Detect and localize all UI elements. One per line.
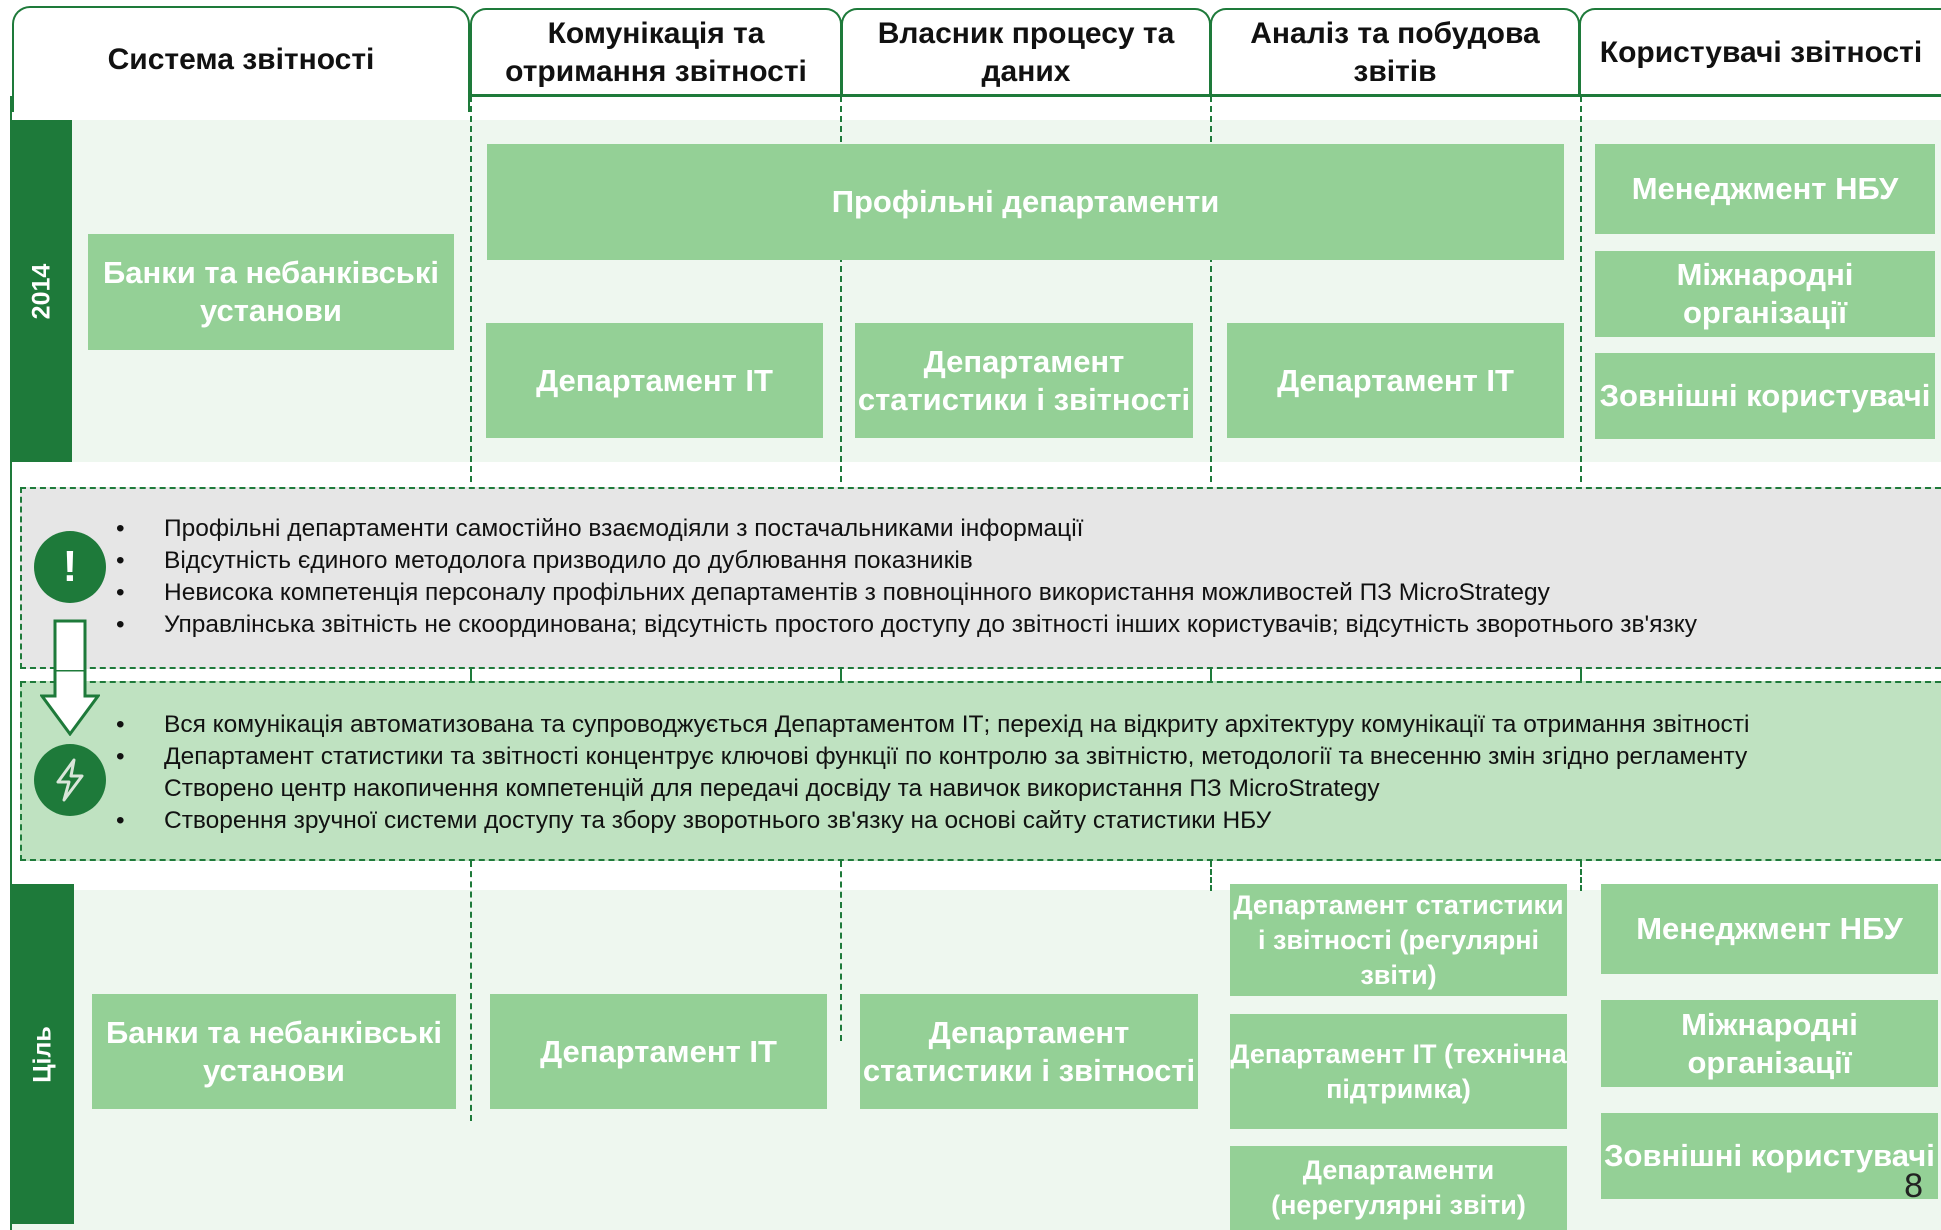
column-divider [840, 669, 842, 681]
analysis-box-irregular: Департаменти (нерегулярні звіти) [1230, 1146, 1567, 1230]
user-box-external-goal: Зовнішні користувачі [1601, 1113, 1938, 1199]
column-divider [1580, 96, 1582, 482]
down-arrow-icon [40, 670, 100, 736]
list-item: Профільні департаменти самостійно взаємо… [112, 513, 1697, 545]
user-box-management-2014: Менеджмент НБУ [1595, 144, 1935, 234]
lightning-icon [34, 744, 106, 816]
analysis-box-regular: Департамент статистики і звітності (регу… [1230, 884, 1567, 996]
header-col3-label: Власник процесу та даних [877, 17, 1175, 88]
column-divider [1580, 861, 1582, 891]
header-col1-label: Система звітності [107, 43, 375, 76]
header-reporting-system: Система звітності [12, 6, 470, 112]
profile-depts-box: Профільні департаменти [487, 144, 1564, 260]
header-communication: Комунікація та отримання звітності [470, 8, 842, 96]
banks-box-goal: Банки та небанківські установи [92, 994, 456, 1109]
it-dept-box-goal: Департамент ІТ [490, 994, 827, 1109]
it-dept-box-2014-comm: Департамент ІТ [486, 323, 823, 438]
column-divider [840, 861, 842, 1041]
header-analysis: Аналіз та побудова звітів [1210, 8, 1580, 96]
header-users: Користувачі звітності [1579, 8, 1941, 96]
header-process-owner: Власник процесу та даних [841, 8, 1211, 96]
left-frame-line [10, 96, 12, 1230]
user-box-external-2014: Зовнішні користувачі [1595, 353, 1935, 439]
header-underline [470, 94, 1941, 97]
header-col2-label: Комунікація та отримання звітності [505, 17, 807, 88]
column-divider [840, 96, 842, 482]
year-2014-label: 2014 [12, 120, 72, 462]
column-divider [1580, 669, 1582, 681]
column-divider [470, 861, 472, 1121]
list-item: Відсутність єдиного методолога призводил… [112, 545, 1697, 577]
list-item: Департамент статистики та звітності конц… [112, 741, 1749, 773]
page-number: 8 [1904, 1167, 1923, 1205]
column-divider [470, 669, 472, 681]
column-divider [1210, 669, 1212, 681]
it-dept-box-2014-analysis: Департамент ІТ [1227, 323, 1564, 438]
analysis-box-it-support: Департамент ІТ (технічна підтримка) [1230, 1014, 1567, 1129]
list-item: Невисока компетенція персоналу профільни… [112, 577, 1697, 609]
header-col4-label: Аналіз та побудова звітів [1250, 17, 1540, 88]
banks-box-2014: Банки та небанківські установи [88, 234, 454, 350]
list-item: Управлінська звітність не скоординована;… [112, 609, 1697, 641]
stat-dept-box-goal: Департамент статистики і звітності [860, 994, 1198, 1109]
stat-dept-box-2014: Департамент статистики і звітності [855, 323, 1193, 438]
goal-label: Ціль [12, 884, 74, 1224]
user-box-management-goal: Менеджмент НБУ [1601, 884, 1938, 974]
user-box-intl-2014: Міжнародні організації [1595, 251, 1935, 337]
column-divider [470, 96, 472, 482]
column-divider [1210, 861, 1212, 891]
user-box-intl-goal: Міжнародні організації [1601, 1000, 1938, 1087]
exclamation-icon: ! [34, 531, 106, 603]
list-item: Створено центр накопичення компетенцій д… [164, 775, 1380, 802]
column-divider [1210, 96, 1212, 482]
header-col5-label: Користувачі звітності [1599, 36, 1923, 69]
list-item: Вся комунікація автоматизована та супров… [112, 709, 1749, 741]
problems-list: Профільні департаменти самостійно взаємо… [112, 513, 1697, 641]
list-item: Створення зручної системи доступу та збо… [112, 805, 1749, 837]
solutions-list: Вся комунікація автоматизована та супров… [112, 709, 1749, 837]
